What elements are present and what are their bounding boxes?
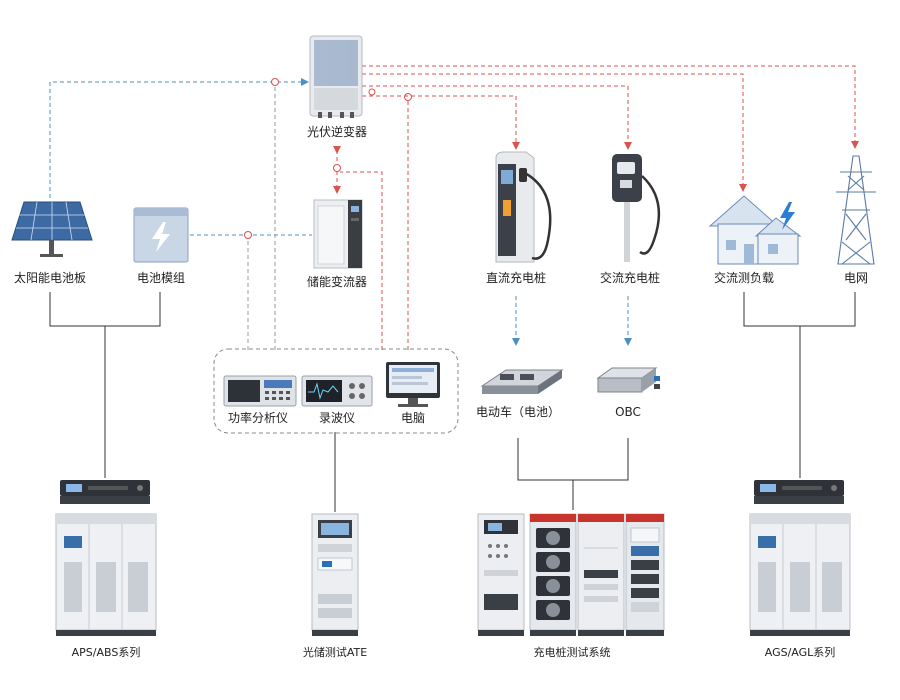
charger-test-cabinets-icon [477,513,665,636]
storage-converter-label: 储能变流器 [307,274,367,289]
aps-abs-label: APS/ABS系列 [72,645,141,659]
obc-label: OBC [615,405,641,419]
dc-charger-label: 直流充电桩 [486,270,546,285]
solar-panel-icon [11,201,93,257]
computer-label: 电脑 [401,411,425,425]
ac-charger-icon [612,154,661,262]
ac-load-label: 交流测负载 [714,270,774,285]
oscilloscope-label: 录波仪 [319,411,355,425]
ags-agl-label: AGS/AGL系列 [765,645,836,659]
power-analyzer-icon [223,375,297,407]
pv-inverter-label: 光伏逆变器 [307,124,367,139]
ac-charger-label: 交流充电桩 [600,270,660,285]
grid-label: 电网 [844,271,868,285]
battery-module-icon [133,207,189,263]
pv-ate-cabinet-icon [311,513,359,636]
power-analyzer-label: 功率分析仪 [228,410,288,425]
solar-panel-label: 太阳能电池板 [14,270,86,285]
aps-abs-rack-icon [60,480,150,504]
computer-icon [386,362,440,407]
grid-tower-icon [836,155,876,265]
connection-lines [49,65,859,512]
ev-battery-icon [480,369,564,394]
instrument-group-box [213,348,459,434]
ev-battery-label: 电动车（电池） [476,404,560,419]
aps-abs-cabinet-icon [55,513,157,636]
dc-charger-icon [495,151,552,263]
storage-converter-icon [313,199,363,269]
pv-ate-label: 光储测试ATE [303,645,367,659]
house-load-icon [708,195,802,265]
battery-module-label: 电池模组 [137,271,185,285]
obc-icon [596,367,660,393]
oscilloscope-icon [301,375,373,407]
pv-inverter-icon [309,35,363,118]
ags-agl-cabinet-icon [749,513,851,636]
ags-agl-rack-icon [754,480,844,504]
charger-test-label: 充电桩测试系统 [534,645,611,659]
